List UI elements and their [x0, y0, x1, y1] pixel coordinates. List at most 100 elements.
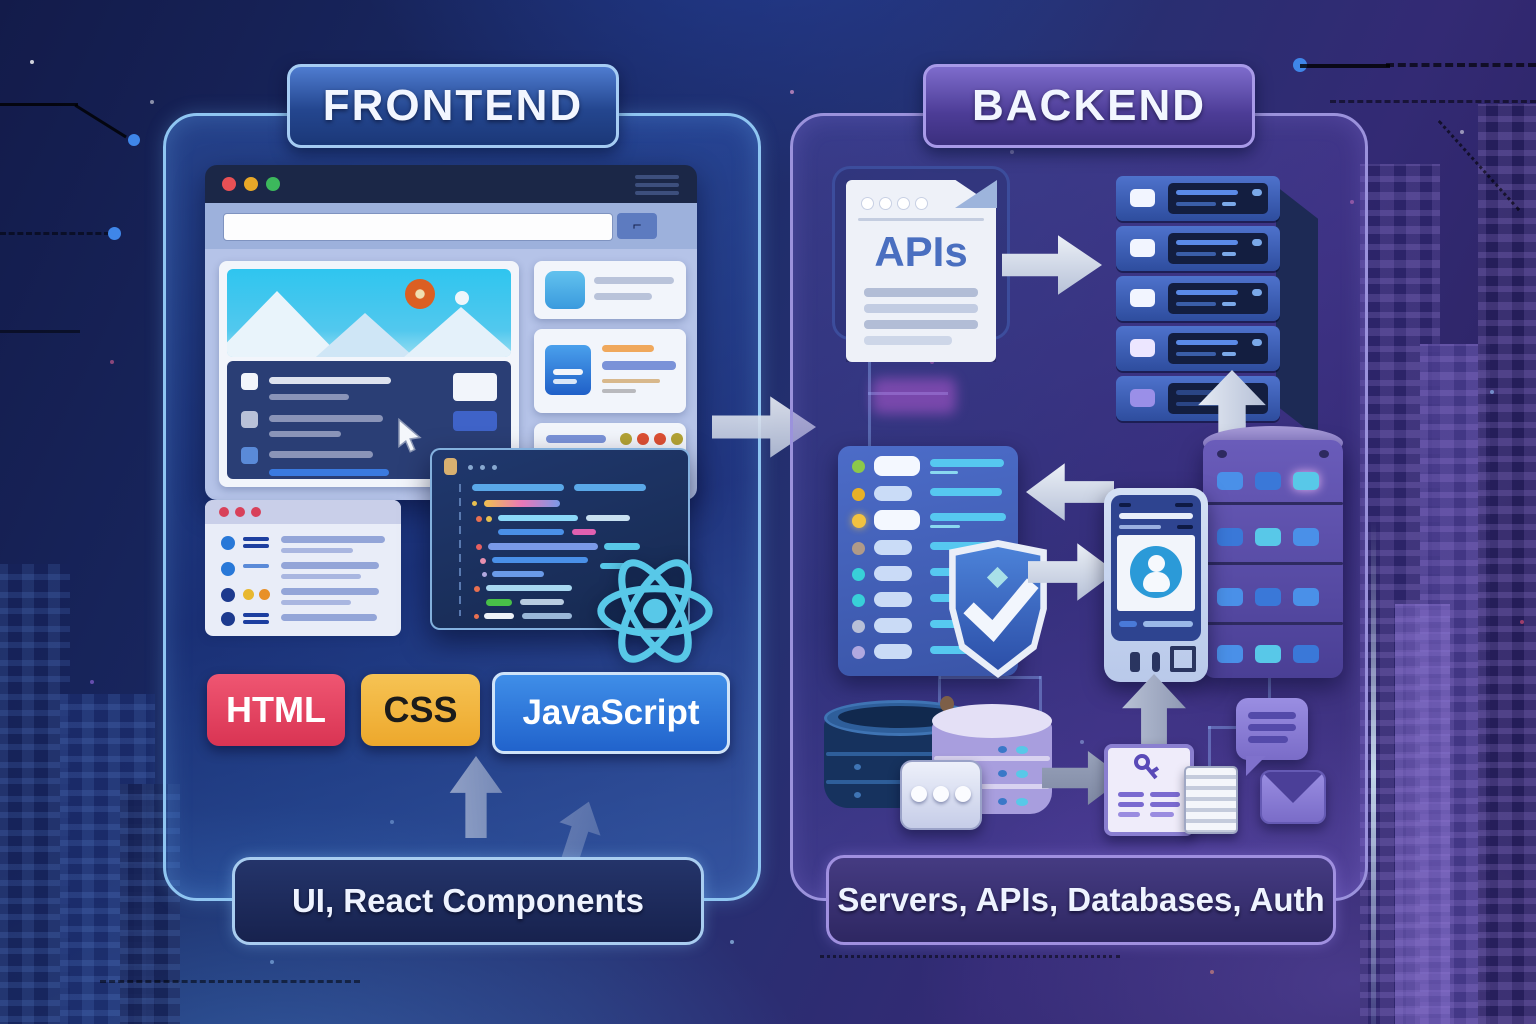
icon-line [553, 379, 577, 384]
code-editor-icon [430, 448, 690, 630]
db-led [1016, 770, 1028, 778]
row-dot [852, 488, 865, 501]
notes-card-icon [1184, 766, 1238, 834]
tower-divider [1203, 562, 1343, 565]
nav-icon [1130, 652, 1140, 672]
card-line [1150, 812, 1174, 817]
webpage-side-card [534, 329, 686, 413]
doc-dot [898, 198, 909, 209]
tower-led [1293, 588, 1319, 606]
row-pill [874, 592, 912, 607]
browser-titlebar [205, 165, 697, 203]
code-line [572, 529, 596, 535]
status-dot [637, 433, 649, 445]
shield-checkmark [963, 578, 1039, 642]
bubble-line [1248, 712, 1296, 719]
backend-caption-label: Servers, APIs, Databases, Auth [837, 881, 1325, 918]
row-pill [874, 618, 912, 633]
text-line [602, 379, 660, 383]
text-line [269, 451, 373, 458]
connector-line [1208, 726, 1211, 768]
slot-line [1176, 290, 1238, 295]
webpage-side-card [534, 261, 686, 319]
screen-line [1175, 503, 1193, 507]
code-dot [472, 501, 477, 506]
circuit-line [74, 104, 127, 139]
sun-icon [405, 279, 435, 309]
code-line [498, 529, 564, 535]
code-line [488, 543, 598, 550]
doc-line [864, 320, 978, 329]
text-line [269, 431, 341, 437]
list-window-icon [205, 500, 401, 636]
doc-line [864, 288, 978, 297]
city-building [0, 564, 70, 1024]
ellipsis-dot [911, 786, 927, 802]
text-line [594, 277, 674, 284]
code-line [520, 599, 564, 605]
circuit-node [128, 134, 140, 146]
row-dot [852, 514, 866, 528]
city-building [1395, 604, 1450, 1024]
slot-chip [1252, 289, 1262, 296]
status-dot [620, 433, 632, 445]
row-dot [852, 568, 865, 581]
cloud-dot [455, 291, 469, 305]
ellipsis-dot [955, 786, 971, 802]
circuit-line [1330, 100, 1536, 103]
code-dot [474, 614, 479, 619]
screen-line [1119, 503, 1131, 507]
key-card-icon [1104, 744, 1194, 836]
slot-chip [1252, 339, 1262, 346]
text-line [281, 588, 379, 595]
slot-chip [1252, 189, 1262, 196]
city-building [120, 784, 180, 1024]
row-pill [874, 456, 920, 476]
code-line [600, 563, 628, 569]
avatar-body [1143, 572, 1170, 592]
avatar-head [1148, 555, 1165, 572]
doc-dot [916, 198, 927, 209]
bullet-dot [221, 612, 235, 626]
status-dot [671, 433, 683, 445]
doc-divider [858, 218, 984, 221]
doc-line [864, 336, 952, 345]
rack-slot [1168, 333, 1268, 364]
text-line [281, 600, 351, 605]
bullet-dot [221, 562, 235, 576]
tower-led [1293, 528, 1319, 546]
slot-line [1176, 202, 1216, 206]
row-line [930, 459, 1004, 467]
code-dot [480, 558, 486, 564]
text-line [602, 345, 654, 352]
traffic-light-red [222, 177, 236, 191]
code-line [484, 613, 514, 619]
avatar-card [1117, 535, 1195, 611]
circuit-line [0, 103, 78, 106]
webpage-main-card [219, 261, 519, 487]
button-shape [453, 411, 497, 431]
tower-divider [1203, 622, 1343, 625]
circuit-line [0, 330, 80, 333]
db-top-inner [838, 706, 962, 728]
checkbox-icon [241, 373, 258, 390]
auth-phone-icon [1104, 488, 1208, 682]
bubble-line [1248, 724, 1296, 731]
button-shape [453, 373, 497, 401]
slot-line [1222, 302, 1236, 306]
browser-toolbar: ⌐ [205, 203, 697, 249]
icon-line [553, 369, 583, 375]
code-line [486, 585, 572, 591]
traffic-light-green [266, 177, 280, 191]
react-logo-icon [597, 559, 713, 663]
db-led [854, 792, 861, 798]
circuit-node [108, 227, 121, 240]
nav-icon [1170, 646, 1196, 672]
circuit-line [1300, 64, 1390, 68]
tower-led [1293, 472, 1319, 490]
row-pill [874, 540, 912, 555]
connector-line [868, 360, 871, 450]
html-badge-label: HTML [226, 689, 326, 730]
code-dot [474, 586, 480, 592]
text-line [594, 293, 652, 300]
